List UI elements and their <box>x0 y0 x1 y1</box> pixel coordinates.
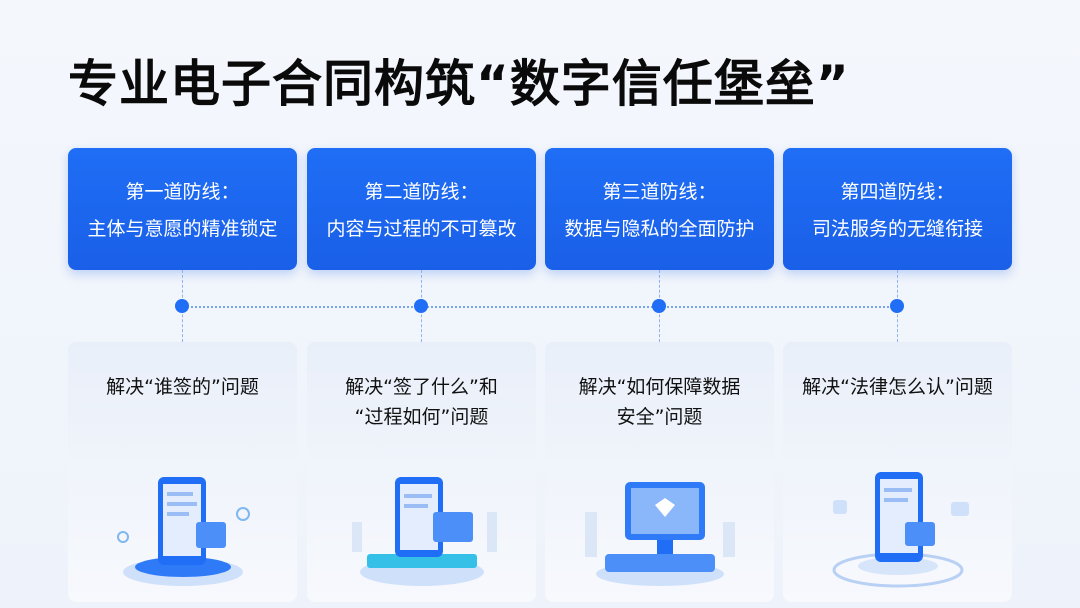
defense-heading: 第二道防线： <box>364 181 479 203</box>
problem-card: 解决“签了什么”和 “过程如何”问题 <box>307 342 536 602</box>
problem-text: 解决“如何保障数据 <box>578 376 741 398</box>
defense-heading: 第三道防线： <box>602 181 717 203</box>
page-title: 专业电子合同构筑“数字信任堡垒” <box>68 55 850 113</box>
defense-line-card: 第二道防线： 内容与过程的不可篡改 <box>307 148 536 270</box>
timeline-dot <box>890 299 904 313</box>
defense-subtitle: 司法服务的无缝衔接 <box>811 218 983 240</box>
problem-card: 解决“法律怎么认”问题 <box>783 342 1012 602</box>
defense-heading: 第一道防线： <box>125 181 240 203</box>
problem-text: 解决“签了什么”和 <box>345 376 498 398</box>
problem-text: 解决“谁签的”问题 <box>106 376 259 398</box>
phone-legal-icon <box>832 472 969 588</box>
problem-text: “过程如何”问题 <box>354 406 489 428</box>
timeline-dot <box>414 299 428 313</box>
problem-text: 安全”问题 <box>616 406 703 428</box>
timeline-dot <box>175 299 189 313</box>
defense-subtitle: 内容与过程的不可篡改 <box>326 218 517 240</box>
timeline-dot <box>652 299 666 313</box>
problem-card: 解决“谁签的”问题 <box>68 342 297 602</box>
defense-line-card: 第一道防线： 主体与意愿的精准锁定 <box>68 148 297 270</box>
defense-subtitle: 主体与意愿的精准锁定 <box>87 218 278 240</box>
problem-text: 解决“法律怎么认”问题 <box>802 376 993 398</box>
shield-monitor-icon <box>585 482 735 586</box>
tablet-document-icon <box>352 477 497 586</box>
defense-line-card: 第四道防线： 司法服务的无缝衔接 <box>783 148 1012 270</box>
defense-subtitle: 数据与隐私的全面防护 <box>564 218 755 240</box>
defense-heading: 第四道防线： <box>840 181 955 203</box>
defense-line-card: 第三道防线： 数据与隐私的全面防护 <box>545 148 774 270</box>
phone-icon <box>117 477 250 586</box>
problem-card: 解决“如何保障数据安全”问题 <box>545 342 774 602</box>
timeline-line <box>183 306 897 308</box>
